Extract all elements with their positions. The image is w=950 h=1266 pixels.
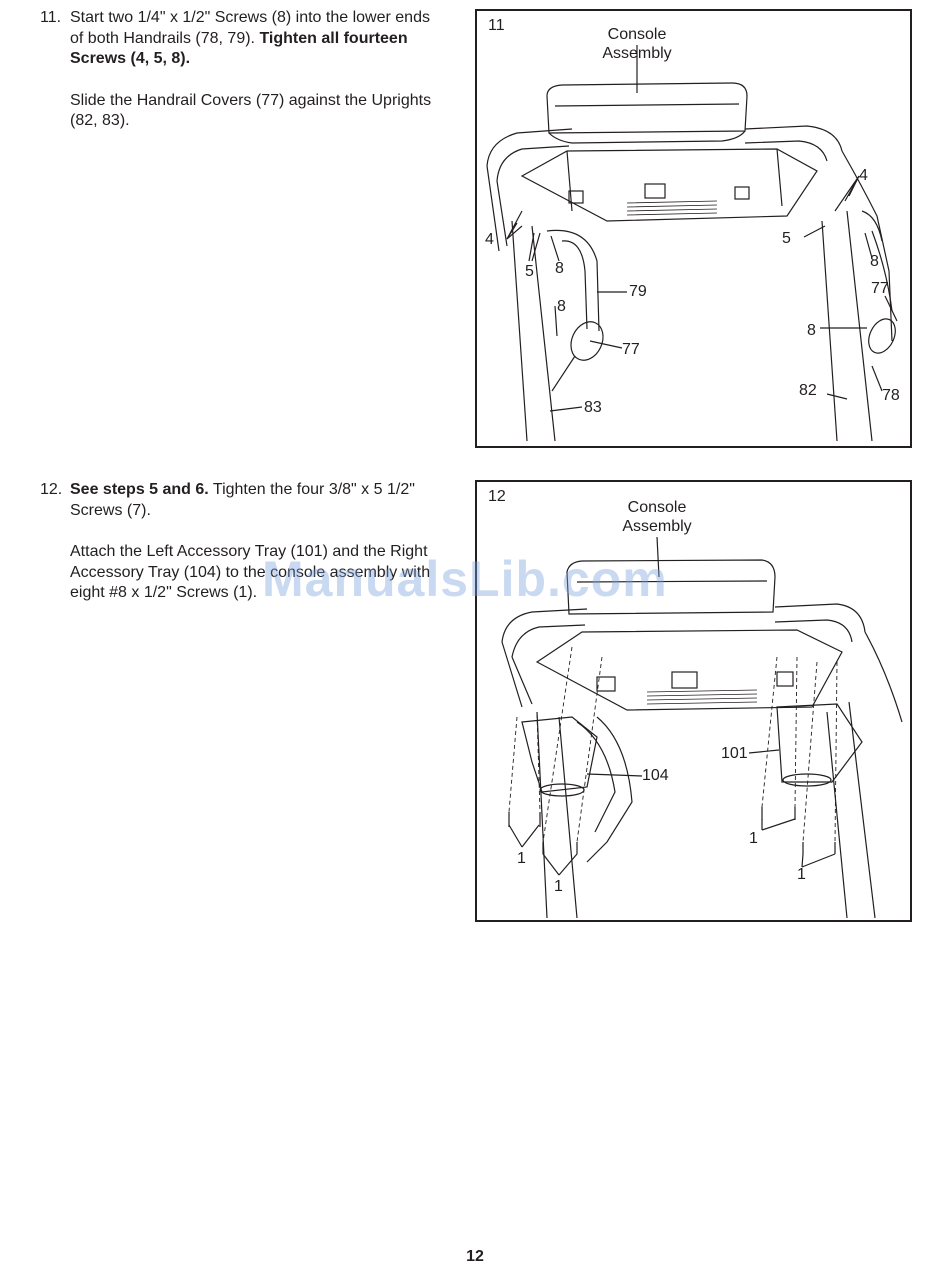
callout-83: 83 [584,399,602,416]
callout-82: 82 [799,382,817,399]
callout-5-left: 5 [525,263,534,280]
callout-101: 101 [721,745,748,762]
callout-4-left: 4 [485,231,494,248]
callout-8-lower-right: 8 [807,322,816,339]
step-paragraph: Attach the Left Accessory Tray (101) and… [70,543,431,601]
callout-77-right: 77 [871,280,889,297]
step-text: Tighten the four 3/8" x 5 1/2" Screws (7… [70,481,415,519]
figure-title-line: Assembly [622,518,692,535]
callout-1: 1 [749,830,758,847]
callout-8-upper-left: 8 [555,260,564,277]
step-text: Start two 1/4" x 1/2" Screws (8) into th… [70,9,430,47]
callout-1: 1 [517,850,526,867]
figure-title: Console Assembly [577,25,697,63]
watermark: ManualsLib.com [262,551,668,607]
step-body: Start two 1/4" x 1/2" Screws (8) into th… [70,8,440,132]
figure-12: 12 Console Assembly 101 104 1 1 1 1 [475,480,912,922]
step-number: 12. [40,481,63,498]
step-12: 12. See steps 5 and 6. Tighten the four … [40,480,440,625]
figure-number: 12 [488,488,506,505]
figure-11: 11 Console Assembly 4 5 8 79 8 77 83 4 5… [475,9,912,448]
figure-number: 11 [488,17,505,34]
step-bold-text: See steps 5 and 6. [70,481,209,498]
figure-title-line: Assembly [602,45,672,62]
step-number: 11. [40,9,62,26]
figure-11-drawing [486,45,898,442]
page-number: 12 [466,1248,484,1265]
step-paragraph: See steps 5 and 6. Tighten the four 3/8"… [70,480,440,521]
figure-title: Console Assembly [597,498,717,536]
step-paragraph: Start two 1/4" x 1/2" Screws (8) into th… [70,8,440,70]
figure-12-drawing [501,536,903,919]
callout-78: 78 [882,387,900,404]
step-body: See steps 5 and 6. Tighten the four 3/8"… [70,480,440,604]
callout-4-right: 4 [859,167,868,184]
figure-title-line: Console [607,26,667,43]
callout-1: 1 [554,878,563,895]
callout-8-lower-left: 8 [557,298,566,315]
figure-title-line: Console [627,499,687,516]
callout-5-right: 5 [782,230,791,247]
callout-79: 79 [629,283,647,300]
step-paragraph: Slide the Handrail Covers (77) against t… [70,91,432,130]
callout-104: 104 [642,767,669,784]
callout-1: 1 [797,866,806,883]
step-bold-text: Tighten all fourteen Screws (4, 5, 8). [70,29,408,68]
callout-77-left: 77 [622,341,640,358]
step-11: 11. Start two 1/4" x 1/2" Screws (8) int… [40,8,440,153]
callout-8-upper-right: 8 [870,253,879,270]
